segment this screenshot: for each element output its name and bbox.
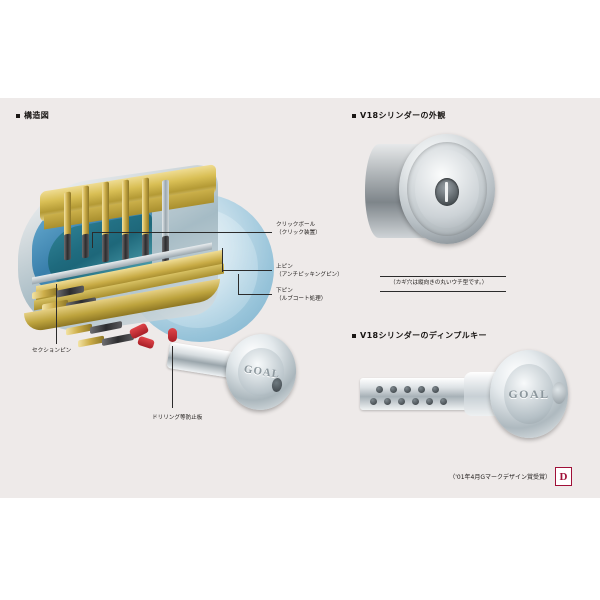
pin-stack-3-upper [102, 181, 109, 237]
dimple-2 [390, 386, 397, 393]
click-ball-spring [168, 328, 177, 342]
callout-lower-pin-line2: （ルブコート処理） [276, 296, 327, 303]
callout-click-ball-line2: （クリック装置） [276, 230, 321, 237]
pin-stack-5-upper [142, 177, 149, 237]
dimple-key-ring-hole [552, 382, 566, 404]
leader-line-section-pin [56, 284, 57, 344]
cylinder-photo [355, 126, 501, 258]
dimple-6 [370, 398, 377, 405]
dimple-key-logo: GOAL [508, 386, 550, 401]
pin-stack-2-upper [82, 185, 89, 237]
leader-tick-upper-pin [222, 248, 223, 272]
keyway-slot [445, 182, 448, 202]
section-heading-structure: 構造図 [16, 110, 49, 121]
callout-upper-pin: 上ピン （アンチピッキングピン） [276, 263, 343, 280]
side-pin-10 [102, 332, 134, 347]
callout-upper-pin-line2: （アンチピッキングピン） [276, 272, 343, 279]
appearance-caption-text: （カギ穴は縦向きの丸いウチ型です。） [390, 280, 488, 286]
dimple-7 [384, 398, 391, 405]
pin-stack-4-upper [122, 179, 129, 237]
dimple-key-head-inner [504, 364, 554, 424]
callout-upper-pin-line1: 上ピン [276, 264, 293, 270]
bullet-icon-appearance [352, 113, 356, 118]
leader-line-lower-pin [238, 294, 272, 295]
design-award-footer: （'01年4月Gマークデザイン賞受賞） D [449, 467, 572, 486]
leader-line-upper-pin [222, 270, 272, 271]
callout-click-ball: クリックボール （クリック装置） [276, 221, 321, 238]
dimple-9 [412, 398, 419, 405]
pin-stack-6-upper [162, 179, 169, 239]
callout-lower-pin-line1: 下ピン [276, 288, 293, 294]
leader-tick-click-ball [92, 232, 93, 248]
side-pin-9 [78, 335, 104, 348]
dimple-3 [404, 386, 411, 393]
appearance-caption-box [380, 276, 506, 292]
bullet-icon [16, 113, 20, 118]
section-heading-structure-label: 構造図 [24, 111, 50, 120]
callout-section-pin: セクションピン [32, 347, 71, 355]
section-heading-dimple-label: V18シリンダーのディンプルキー [360, 331, 487, 340]
callout-lower-pin: 下ピン （ルブコート処理） [276, 287, 326, 304]
inserted-key: GOAL [166, 326, 302, 426]
section-heading-appearance: V18シリンダーの外観 [352, 110, 446, 121]
pin-stack-1-lower [64, 233, 71, 261]
dimple-1 [376, 386, 383, 393]
cylinder-cutaway-illustration: GOAL [18, 156, 302, 416]
dimple-11 [440, 398, 447, 405]
dimple-key-photo: GOAL [352, 346, 572, 442]
pin-stack-2-lower [82, 233, 89, 259]
pin-stack-3-lower [102, 233, 109, 263]
click-ball-part-2 [137, 335, 155, 350]
g-mark-award-icon: D [555, 467, 572, 486]
callout-click-ball-line1: クリックボール [276, 222, 316, 228]
dimple-10 [426, 398, 433, 405]
dimple-key-blade [360, 378, 476, 410]
section-heading-dimple: V18シリンダーのディンプルキー [352, 330, 487, 341]
pin-stack-1-upper [64, 191, 71, 237]
bullet-icon-dimple [352, 333, 356, 338]
callout-anti-drill-plate: ドリリング等防止板 [152, 414, 202, 422]
dimple-8 [398, 398, 405, 405]
design-award-text: （'01年4月Gマークデザイン賞受賞） [449, 474, 551, 481]
leader-tick-lower-pin [238, 274, 239, 295]
callout-anti-drill-plate-line1: ドリリング等防止板 [152, 415, 203, 421]
section-heading-appearance-label: V18シリンダーの外観 [360, 111, 446, 120]
dimple-4 [418, 386, 425, 393]
catalogue-sheet: 構造図 [0, 98, 600, 498]
leader-line-anti-drill [172, 346, 173, 408]
leader-line-click-ball [92, 232, 272, 233]
callout-section-pin-line1: セクションピン [32, 348, 72, 354]
dimple-5 [432, 386, 439, 393]
pin-stack-4-lower [122, 233, 129, 261]
